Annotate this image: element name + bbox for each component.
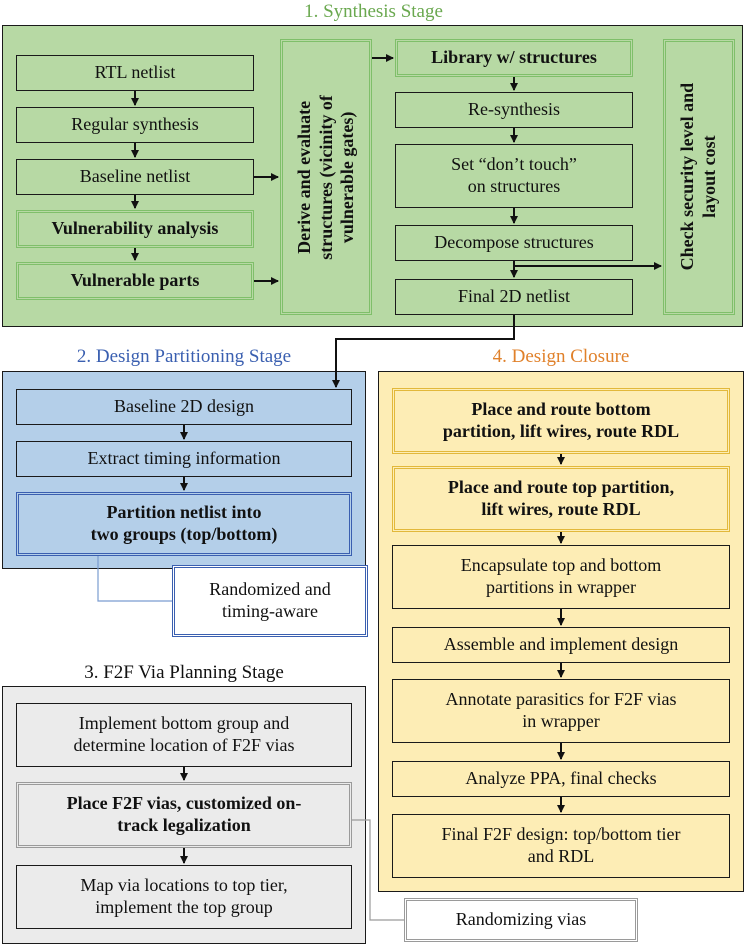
baseline-2d-design-label: Baseline 2D design <box>114 396 254 417</box>
closure-stage-title: 4. Design Closure <box>492 346 630 367</box>
analyze-ppa-label: Analyze PPA, final checks <box>465 768 657 789</box>
implement-line-1: Implement bottom group and <box>78 713 290 734</box>
regular-synthesis-label: Regular synthesis <box>71 114 199 135</box>
rtl-netlist-label: RTL netlist <box>94 62 176 83</box>
baseline-netlist-box: Baseline netlist <box>16 159 254 195</box>
dont-touch-box: Set “don’t touch” on structures <box>395 144 633 208</box>
place-f2f-vias-box: Place F2F vias, customized on- track leg… <box>16 782 352 848</box>
final-line-2: and RDL <box>527 846 595 866</box>
check-line-2: layout cost <box>699 135 720 219</box>
randomized-timing-aware-note: Randomized and timing-aware <box>172 565 368 637</box>
note-line-2: timing-aware <box>222 601 318 621</box>
final-2d-netlist-box: Final 2D netlist <box>395 279 633 315</box>
resynthesis-label: Re-synthesis <box>468 99 560 120</box>
derive-evaluate-structures-box: Derive and evaluate structures (vicinity… <box>280 39 372 315</box>
vulnerable-parts-label: Vulnerable parts <box>70 270 200 291</box>
check-security-box: Check security level and layout cost <box>663 39 735 315</box>
check-security-text: Check security level and layout cost <box>677 83 720 270</box>
partition-line-1: Partition netlist into <box>106 502 262 523</box>
derive-line-3: vulnerable gates) <box>336 111 357 243</box>
map-line-2: implement the top group <box>95 897 273 917</box>
place-line-1: Place F2F vias, customized on- <box>66 793 302 814</box>
derive-line-2: structures (vicinity of <box>315 94 336 260</box>
pr-bottom-line-2: partition, lift wires, route RDL <box>442 421 680 441</box>
decompose-structures-box: Decompose structures <box>395 225 633 261</box>
dont-touch-line-2: on structures <box>467 176 561 196</box>
pr-bottom-box: Place and route bottom partition, lift w… <box>392 388 730 454</box>
annotate-parasitics-box: Annotate parasitics for F2F vias in wrap… <box>392 679 730 743</box>
library-structures-box: Library w/ structures <box>395 39 633 77</box>
check-line-1: Check security level and <box>677 83 698 271</box>
place-line-2: track legalization <box>117 815 251 835</box>
baseline-2d-design-box: Baseline 2D design <box>16 389 352 425</box>
extract-timing-box: Extract timing information <box>16 441 352 477</box>
implement-line-2: determine location of F2F vias <box>73 735 295 755</box>
baseline-netlist-label: Baseline netlist <box>79 166 191 187</box>
final-2d-netlist-label: Final 2D netlist <box>458 286 570 307</box>
pr-top-line-1: Place and route top partition, <box>447 477 675 498</box>
derive-line-1: Derive and evaluate <box>293 100 314 254</box>
annotate-line-2: in wrapper <box>522 711 600 731</box>
resynthesis-box: Re-synthesis <box>395 92 633 128</box>
vulnerability-analysis-box: Vulnerability analysis <box>16 210 254 248</box>
map-line-1: Map via locations to top tier, <box>80 875 288 896</box>
analyze-ppa-box: Analyze PPA, final checks <box>392 761 730 797</box>
implement-bottom-group-box: Implement bottom group and determine loc… <box>16 703 352 767</box>
assemble-implement-label: Assemble and implement design <box>443 634 679 655</box>
library-structures-label: Library w/ structures <box>431 47 597 68</box>
map-via-locations-box: Map via locations to top tier, implement… <box>16 865 352 929</box>
note-line-1: Randomized and <box>209 579 331 600</box>
f2f-stage-title: 3. F2F Via Planning Stage <box>84 662 284 683</box>
assemble-implement-box: Assemble and implement design <box>392 627 730 663</box>
pr-top-line-2: lift wires, route RDL <box>481 499 641 519</box>
final-line-1: Final F2F design: top/bottom tier <box>441 824 681 845</box>
partitioning-stage-title: 2. Design Partitioning Stage <box>76 346 292 367</box>
pr-top-box: Place and route top partition, lift wire… <box>392 466 730 532</box>
pr-bottom-line-1: Place and route bottom <box>471 399 651 420</box>
dont-touch-line-1: Set “don’t touch” <box>451 154 577 175</box>
vulnerability-analysis-label: Vulnerability analysis <box>51 218 219 239</box>
rtl-netlist-box: RTL netlist <box>16 55 254 91</box>
decompose-structures-label: Decompose structures <box>434 232 594 253</box>
vulnerable-parts-box: Vulnerable parts <box>16 262 254 300</box>
extract-timing-label: Extract timing information <box>87 448 281 469</box>
randomizing-vias-note: Randomizing vias <box>404 898 638 942</box>
partition-netlist-box: Partition netlist into two groups (top/b… <box>16 492 352 556</box>
randomizing-vias-label: Randomizing vias <box>455 909 587 930</box>
final-f2f-design-box: Final F2F design: top/bottom tier and RD… <box>392 814 730 878</box>
partition-line-2: two groups (top/bottom) <box>90 524 278 544</box>
derive-evaluate-structures-text: Derive and evaluate structures (vicinity… <box>294 95 359 260</box>
encapsulate-box: Encapsulate top and bottom partitions in… <box>392 545 730 609</box>
synthesis-stage-title: 1. Synthesis Stage <box>304 1 443 22</box>
encapsulate-line-2: partitions in wrapper <box>486 577 636 597</box>
regular-synthesis-box: Regular synthesis <box>16 107 254 143</box>
encapsulate-line-1: Encapsulate top and bottom <box>460 555 662 576</box>
annotate-line-1: Annotate parasitics for F2F vias <box>445 689 677 710</box>
